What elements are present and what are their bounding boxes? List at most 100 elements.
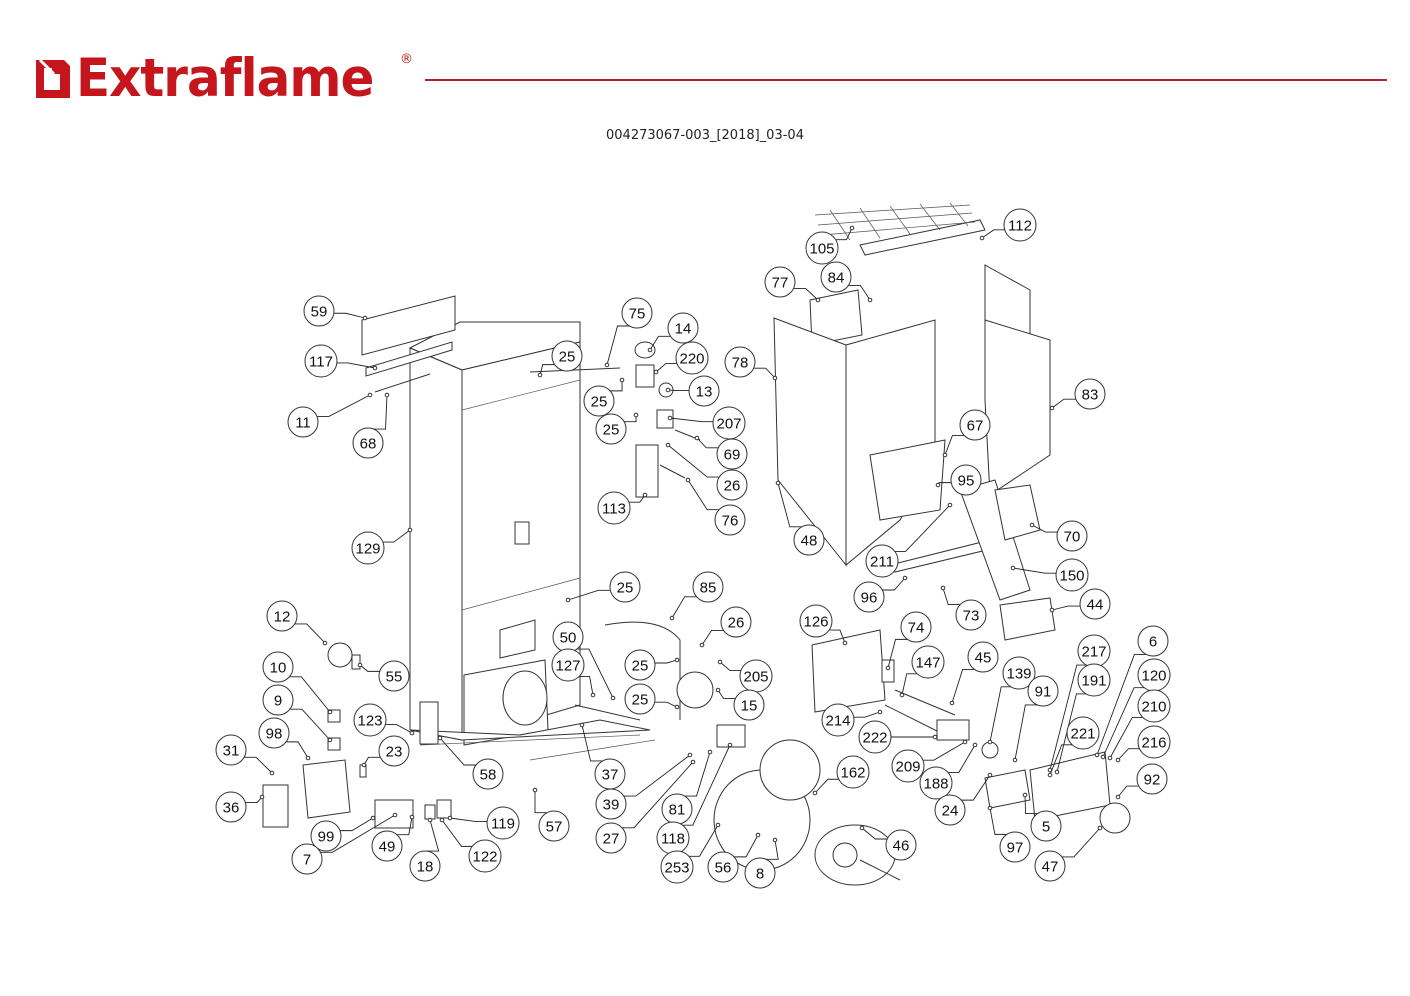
leader-line: [1109, 717, 1145, 759]
leader-line: [701, 629, 724, 646]
part-callout-85: 85: [669, 571, 724, 621]
part-callout-49: 49: [371, 814, 415, 862]
callout-bubble: [865, 544, 899, 578]
leader-arrowhead: [694, 435, 700, 441]
leader-line: [359, 664, 380, 672]
callout-number: 18: [417, 859, 434, 876]
part-callout-207: 207: [667, 406, 746, 440]
callout-bubble: [716, 438, 748, 470]
leader-arrowhead: [1022, 792, 1028, 798]
callout-number: 7: [303, 852, 311, 869]
leader-line: [373, 394, 388, 430]
callout-number: 36: [223, 800, 240, 817]
brand-logo: Extraflame: [34, 47, 374, 109]
part-callout-10: 10: [262, 651, 333, 715]
callout-number: 31: [223, 743, 240, 760]
callout-bubble: [583, 385, 615, 417]
leader-arrowhead: [667, 415, 673, 421]
leader-line: [1051, 398, 1076, 409]
callout-number: 69: [724, 447, 741, 464]
leader-arrowhead: [1054, 769, 1060, 775]
part-callout-214: 214: [821, 703, 883, 737]
callout-bubble: [799, 604, 833, 638]
callout-bubble: [667, 312, 699, 344]
leader-arrowhead: [812, 790, 818, 796]
callout-bubble: [1137, 689, 1171, 723]
leader-line: [289, 708, 331, 741]
callout-bubble: [303, 295, 335, 327]
leader-arrowhead: [392, 812, 398, 818]
leader-arrowhead: [902, 575, 908, 581]
leader-line: [793, 287, 819, 301]
callout-bubble: [262, 651, 294, 683]
callout-bubble: [258, 717, 290, 749]
callout-number: 74: [908, 620, 925, 637]
part-callout-209: 209: [891, 739, 968, 783]
part-callout-14: 14: [647, 312, 699, 353]
part-callout-27: 27: [595, 759, 696, 854]
callout-bubble: [853, 581, 885, 613]
extraflame-logo-icon: [36, 58, 70, 98]
leader-line: [245, 796, 263, 803]
callout-number: 57: [546, 819, 563, 836]
part-callout-58: 58: [437, 735, 504, 790]
callout-number: 49: [379, 839, 396, 856]
leader-arrowhead: [537, 372, 543, 378]
callout-bubble: [688, 375, 720, 407]
callout-bubble: [353, 703, 387, 737]
leader-line: [1049, 664, 1089, 771]
brand-name: Extraflame: [76, 47, 374, 109]
callout-number: 67: [967, 418, 984, 435]
callout-bubble: [468, 839, 502, 873]
part-callout-105: 105: [805, 225, 855, 265]
leader-line: [1117, 748, 1141, 761]
leader-line: [381, 529, 411, 543]
leader-arrowhead: [987, 772, 993, 778]
callout-number: 162: [840, 765, 865, 782]
callout-bubble: [1079, 588, 1111, 620]
callout-number: 117: [309, 354, 333, 371]
leader-line: [734, 834, 759, 858]
leader-line: [717, 689, 736, 699]
leader-arrowhead: [665, 442, 671, 448]
leader-line: [581, 724, 603, 762]
leader-arrowhead: [322, 640, 328, 646]
part-callout-68: 68: [352, 392, 390, 459]
part-callout-120: 120: [1100, 658, 1171, 760]
registered-mark: ®: [400, 52, 413, 67]
leader-arrowhead: [610, 695, 616, 701]
callout-number: 23: [386, 744, 403, 761]
leader-line: [777, 482, 802, 528]
part-callout-84: 84: [820, 261, 873, 303]
leader-arrowhead: [987, 739, 993, 745]
part-callout-139: 139: [987, 656, 1036, 745]
callout-bubble: [215, 734, 247, 766]
leader-arrowhead: [815, 297, 821, 303]
leader-line: [1049, 744, 1074, 776]
part-callout-222: 222: [858, 720, 938, 754]
callout-bubble: [1030, 810, 1062, 842]
leader-arrowhead: [409, 730, 415, 736]
part-callout-217: 217: [1047, 634, 1111, 773]
part-callout-129: 129: [351, 527, 413, 565]
part-callout-113: 113: [597, 491, 648, 525]
part-callout-25: 25: [565, 571, 641, 603]
leader-arrowhead: [942, 452, 948, 458]
callout-bubble: [836, 755, 870, 789]
leader-line: [981, 229, 1006, 239]
callout-bubble: [351, 531, 385, 565]
leader-line: [852, 711, 881, 718]
callout-number: 39: [603, 797, 620, 814]
part-callout-211: 211: [865, 502, 953, 578]
part-callout-25: 25: [624, 683, 680, 715]
part-callout-25: 25: [537, 340, 583, 378]
leader-arrowhead: [427, 817, 433, 823]
callout-number: 83: [1082, 387, 1099, 404]
leader-arrowhead: [979, 235, 985, 241]
callout-bubble: [287, 406, 319, 438]
callout-bubble: [1137, 725, 1171, 759]
part-callout-253: 253: [660, 822, 721, 884]
leader-arrowhead: [935, 482, 941, 488]
leader-arrowhead: [565, 597, 571, 603]
leader-line: [951, 668, 975, 704]
